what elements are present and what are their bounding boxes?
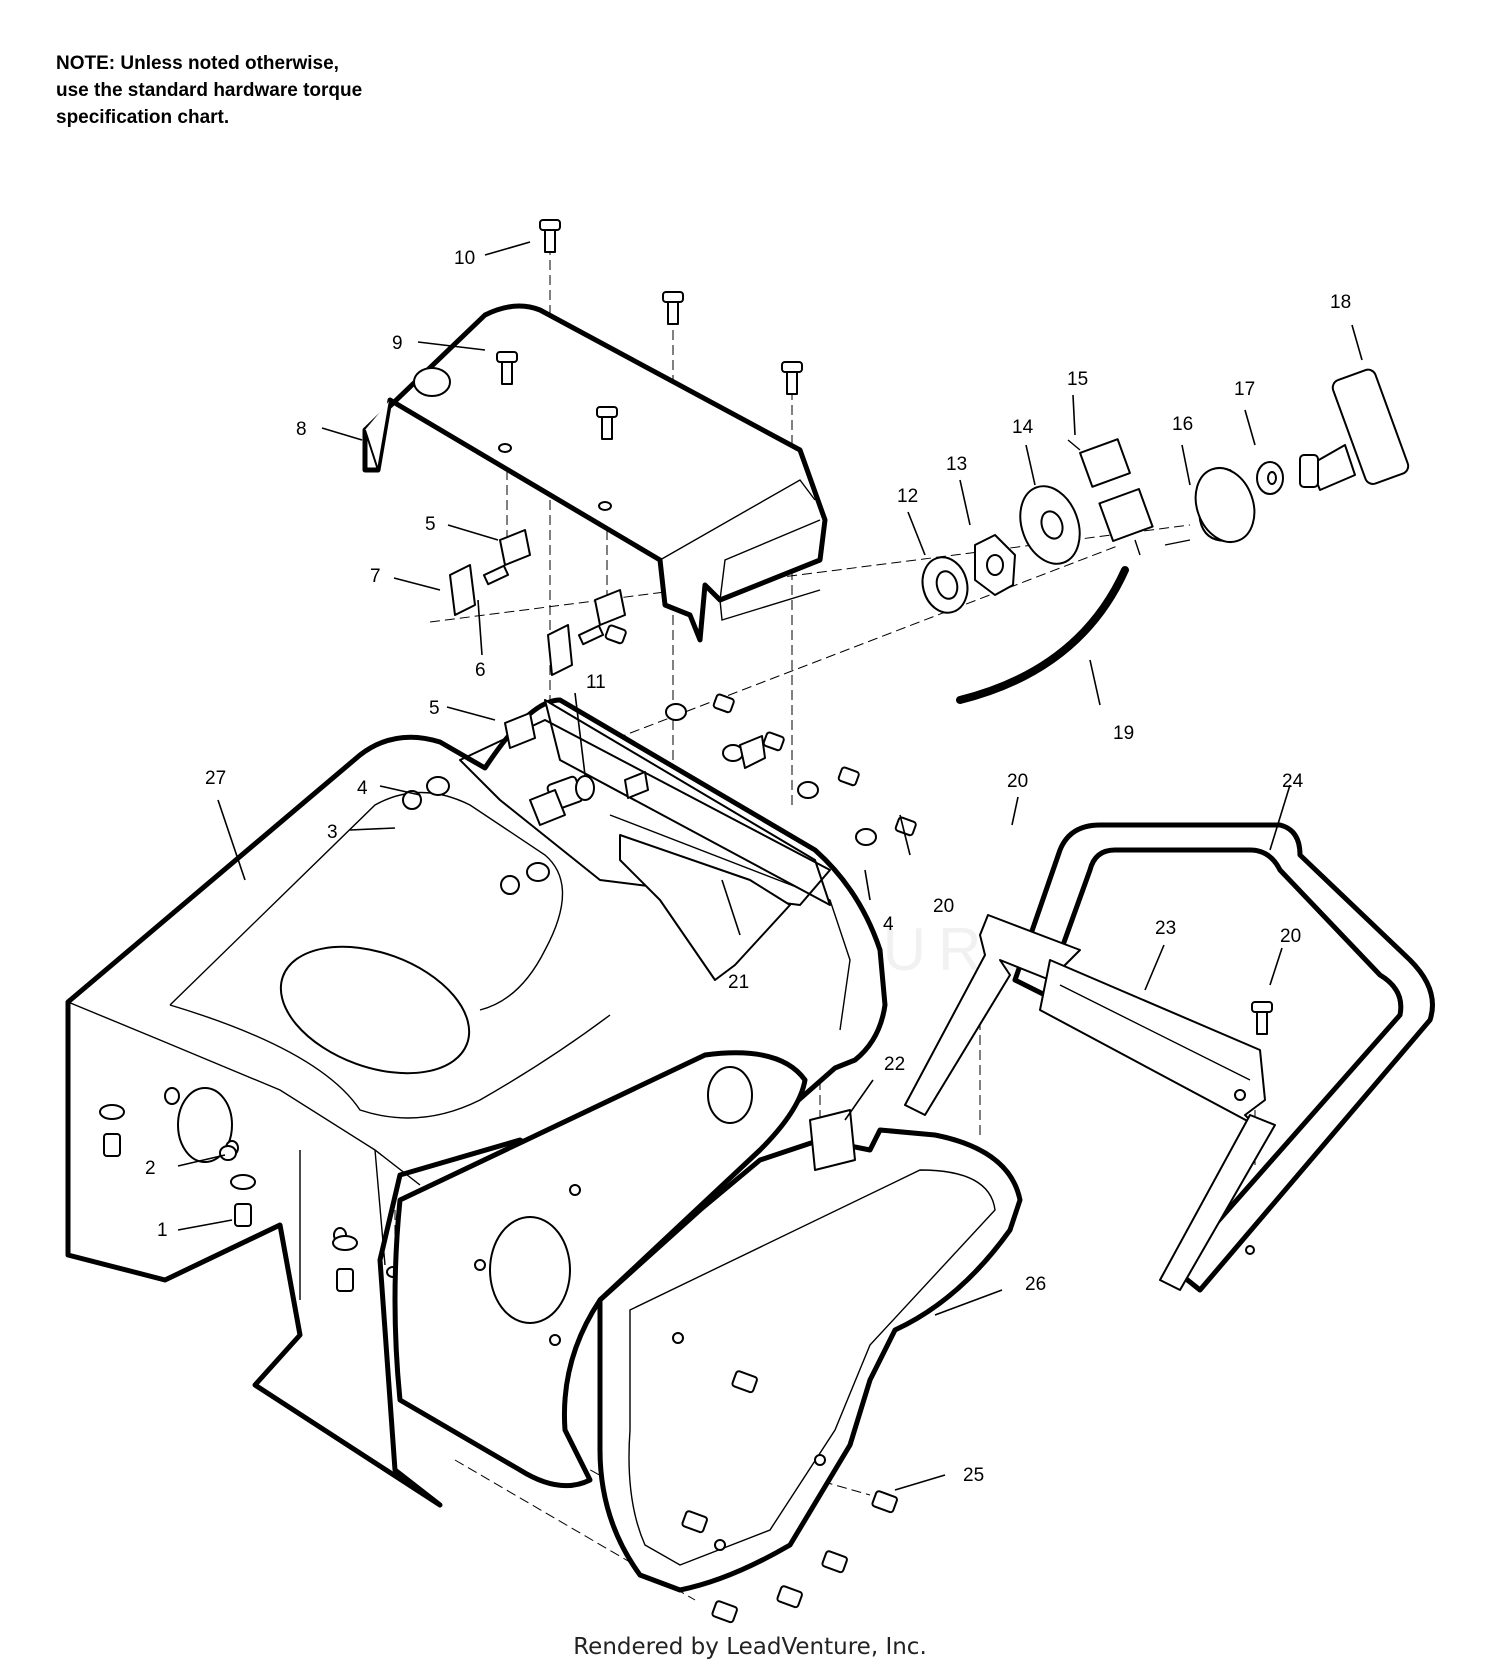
switch-and-brackets (449, 529, 766, 826)
note-line-1: NOTE: Unless noted otherwise, (56, 53, 339, 74)
render-credit: Rendered by LeadVenture, Inc. (573, 1634, 927, 1660)
callout-21: 21 (728, 972, 749, 993)
callout-24: 24 (1282, 771, 1304, 792)
callout-10: 10 (454, 248, 475, 269)
callout-20c: 20 (1280, 926, 1301, 947)
callout-5a: 5 (425, 514, 436, 535)
callout-4a: 4 (357, 778, 368, 799)
callout-5b: 5 (429, 698, 440, 719)
callout-23: 23 (1155, 918, 1176, 939)
torque-note: NOTE: Unless noted otherwise, use the st… (56, 50, 362, 131)
leader-lines (177, 241, 1363, 1491)
callout-15: 15 (1067, 369, 1088, 390)
callout-8: 8 (296, 419, 307, 440)
callout-19: 19 (1113, 723, 1134, 744)
callout-2: 2 (145, 1158, 156, 1179)
callout-4b: 4 (883, 914, 894, 935)
callout-6: 6 (475, 660, 486, 681)
callout-17: 17 (1234, 379, 1255, 400)
note-line-2: use the standard hardware torque (56, 80, 363, 101)
handle-assembly (904, 822, 1435, 1293)
callout-11: 11 (586, 672, 606, 693)
callout-3: 3 (327, 822, 338, 843)
callout-18: 18 (1330, 292, 1351, 313)
callout-27: 27 (205, 768, 226, 789)
callout-12: 12 (897, 486, 918, 507)
callout-20b: 20 (933, 896, 954, 917)
callout-22: 22 (884, 1054, 905, 1075)
callout-7: 7 (370, 566, 381, 587)
callout-1: 1 (157, 1220, 168, 1241)
callout-16: 16 (1172, 414, 1193, 435)
ignition-cable (956, 566, 1129, 704)
callout-25: 25 (963, 1465, 984, 1486)
top-cover (362, 303, 828, 643)
callout-labels: 1 2 3 4 4 5 5 6 7 8 9 10 11 12 13 14 15 … (145, 248, 1351, 1486)
belt-cover (597, 1127, 1023, 1593)
callout-14: 14 (1012, 417, 1034, 438)
callout-26: 26 (1025, 1274, 1046, 1295)
plate-and-clip (619, 834, 856, 1171)
note-line-3: specification chart. (56, 107, 230, 128)
control-parts (921, 368, 1410, 614)
callout-9: 9 (392, 333, 403, 354)
callout-20a: 20 (1007, 771, 1028, 792)
side-plate (392, 1050, 808, 1489)
callout-13: 13 (946, 454, 967, 475)
